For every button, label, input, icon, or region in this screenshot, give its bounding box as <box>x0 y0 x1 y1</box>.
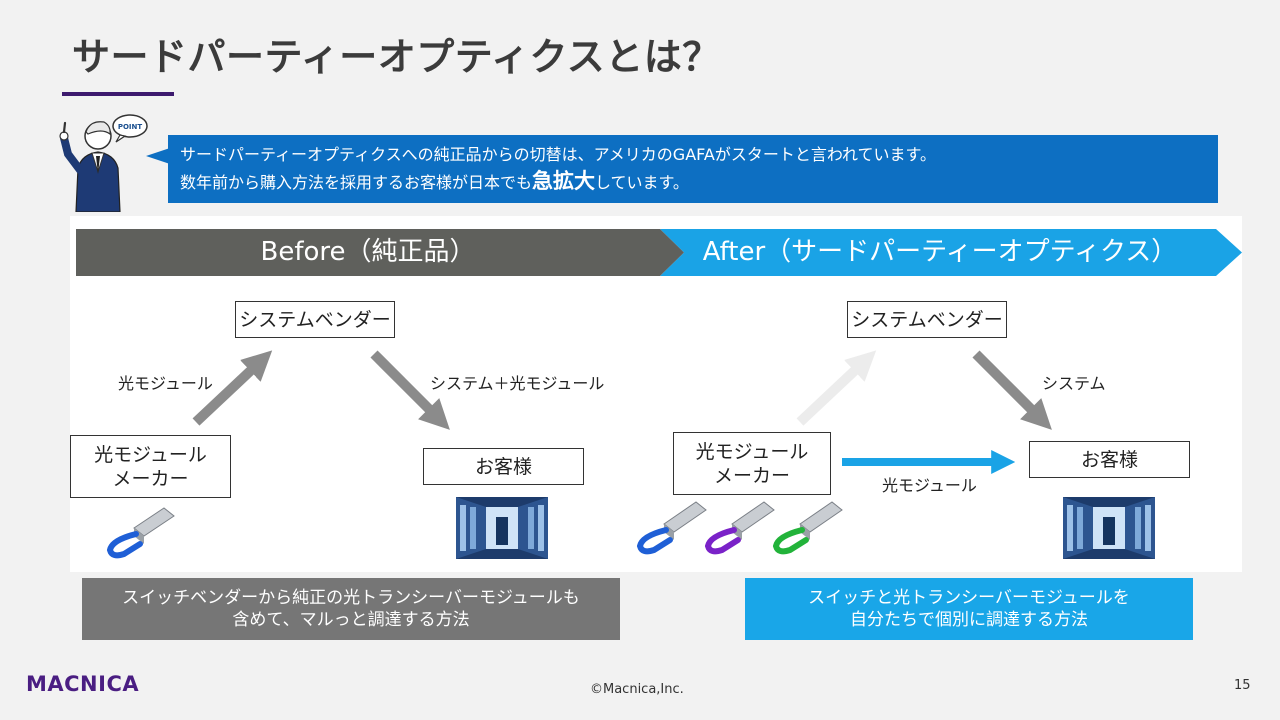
before-vendor-node: システムベンダー <box>235 301 395 338</box>
after-caption-line1: スイッチと光トランシーバーモジュールを <box>808 588 1130 608</box>
before-edge-vendor-customer: システム＋光モジュール <box>430 374 605 393</box>
after-maker-node: 光モジュール メーカー <box>673 432 831 495</box>
optical-transceiver-icon <box>636 501 707 555</box>
after-maker-line2: メーカー <box>713 464 790 487</box>
slide-title: サードパーティーオプティクスとは？ <box>72 35 721 79</box>
before-customer-node: お客様 <box>423 448 584 485</box>
before-header: Before（純正品） <box>260 237 476 267</box>
optical-transceiver-icon <box>704 501 775 555</box>
point-badge-text: POINT <box>118 123 143 131</box>
callout-pointer <box>146 148 170 164</box>
title-underline <box>62 92 174 96</box>
after-header: After（サードパーティーオプティクス） <box>702 237 1178 267</box>
callout-line-2-after: しています。 <box>595 173 689 192</box>
page-number: 15 <box>1234 678 1251 693</box>
point-callout: サードパーティーオプティクスへの純正品からの切替は、アメリカのGAFAがスタート… <box>168 135 1218 203</box>
after-edge-vendor-customer: システム <box>1042 374 1106 393</box>
after-edge-maker-customer: 光モジュール <box>882 476 977 495</box>
after-vendor-node: システムベンダー <box>847 301 1007 338</box>
optical-transceiver-icon <box>106 507 175 559</box>
presenter-pointing-icon: POINT <box>59 114 148 212</box>
before-maker-line2: メーカー <box>112 467 189 490</box>
server-rack-photo-icon <box>456 497 548 559</box>
before-after-header-band <box>76 229 1242 276</box>
before-caption-line2: 含めて、マルっと調達する方法 <box>232 610 470 630</box>
after-customer-node: お客様 <box>1029 441 1190 478</box>
before-edge-maker-vendor: 光モジュール <box>118 374 213 393</box>
before-caption: スイッチベンダーから純正の光トランシーバーモジュールも 含めて、マルっと調達する… <box>82 578 620 640</box>
before-caption-line1: スイッチベンダーから純正の光トランシーバーモジュールも <box>122 588 580 608</box>
after-caption-line2: 自分たちで個別に調達する方法 <box>850 610 1088 630</box>
callout-emphasis: 急拡大 <box>532 169 596 193</box>
after-maker-line1: 光モジュール <box>695 440 809 463</box>
server-rack-photo-icon <box>1063 497 1155 559</box>
callout-line-1: サードパーティーオプティクスへの純正品からの切替は、アメリカのGAFAがスタート… <box>180 145 936 164</box>
callout-line-2: 数年前から購入方法を採用するお客様が日本でも急拡大しています。 <box>180 168 1206 196</box>
before-maker-line1: 光モジュール <box>94 443 207 466</box>
after-band-shape <box>660 229 1242 276</box>
callout-line-2-before: 数年前から購入方法を採用するお客様が日本でも <box>180 173 533 192</box>
macnica-logo: MACNICA <box>26 672 140 696</box>
before-band-shape <box>76 229 684 276</box>
optical-transceiver-icon <box>772 501 843 555</box>
copyright: ©Macnica,Inc. <box>590 682 684 697</box>
after-caption: スイッチと光トランシーバーモジュールを 自分たちで個別に調達する方法 <box>745 578 1193 640</box>
before-maker-node: 光モジュール メーカー <box>70 435 231 498</box>
